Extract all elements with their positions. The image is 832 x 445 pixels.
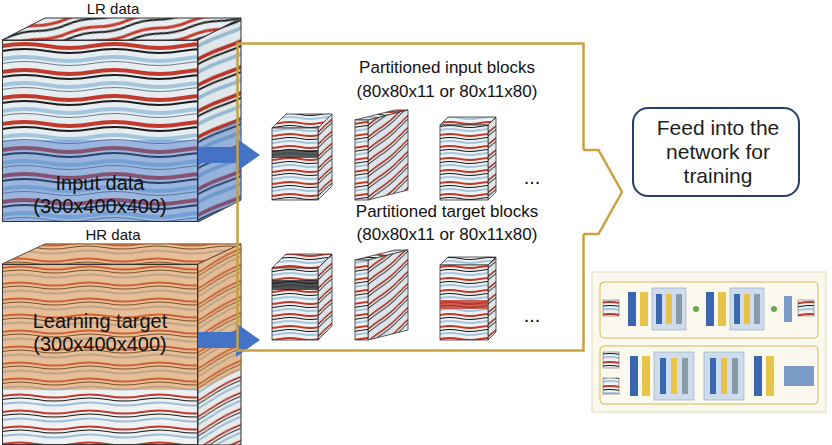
chevron-arrow [584,150,623,234]
data-cube: HR dataLearning target (300x400x400) [2,264,198,445]
text-slot: Learning target (300x400x400) [20,310,180,356]
network-thumbnail [592,272,826,412]
target-blocks [272,250,496,340]
block-arrow [198,323,260,357]
text-slot: (80x80x11 or 80x11x80) [297,225,597,245]
block-arrow [198,138,260,172]
cube-heading: HR data [2,226,224,243]
node-text: Feed into the network for training [642,116,794,188]
cube-front-face [2,40,198,222]
node-text: ... [512,304,552,327]
data-cube: LR dataInput data (300x400x400) [2,40,198,222]
node-text: Partitioned input blocks [297,58,597,78]
node-text: Input data (300x400x400) [20,172,180,218]
node-text: (80x80x11 or 80x11x80) [297,82,597,102]
text-slot: Input data (300x400x400) [20,172,180,218]
process-box: Feed into the network for training [632,107,800,197]
partition-box: Partitioned input blocks(80x80x11 or 80x… [236,42,585,352]
input-blocks [272,110,496,200]
text-slot: Feed into the network for training [642,116,794,188]
text-slot: Partitioned input blocks [297,58,597,78]
text-slot: LR data [2,0,224,17]
node-text: Partitioned target blocks [297,202,597,222]
text-slot: (80x80x11 or 80x11x80) [297,82,597,102]
text-slot: ... [512,166,552,189]
node-text: ... [512,166,552,189]
node-text: (80x80x11 or 80x11x80) [297,225,597,245]
cube-heading: LR data [2,0,224,17]
node-text: Learning target (300x400x400) [20,310,180,356]
text-slot: HR data [2,226,224,243]
text-slot: ... [512,304,552,327]
text-slot: Partitioned target blocks [297,202,597,222]
